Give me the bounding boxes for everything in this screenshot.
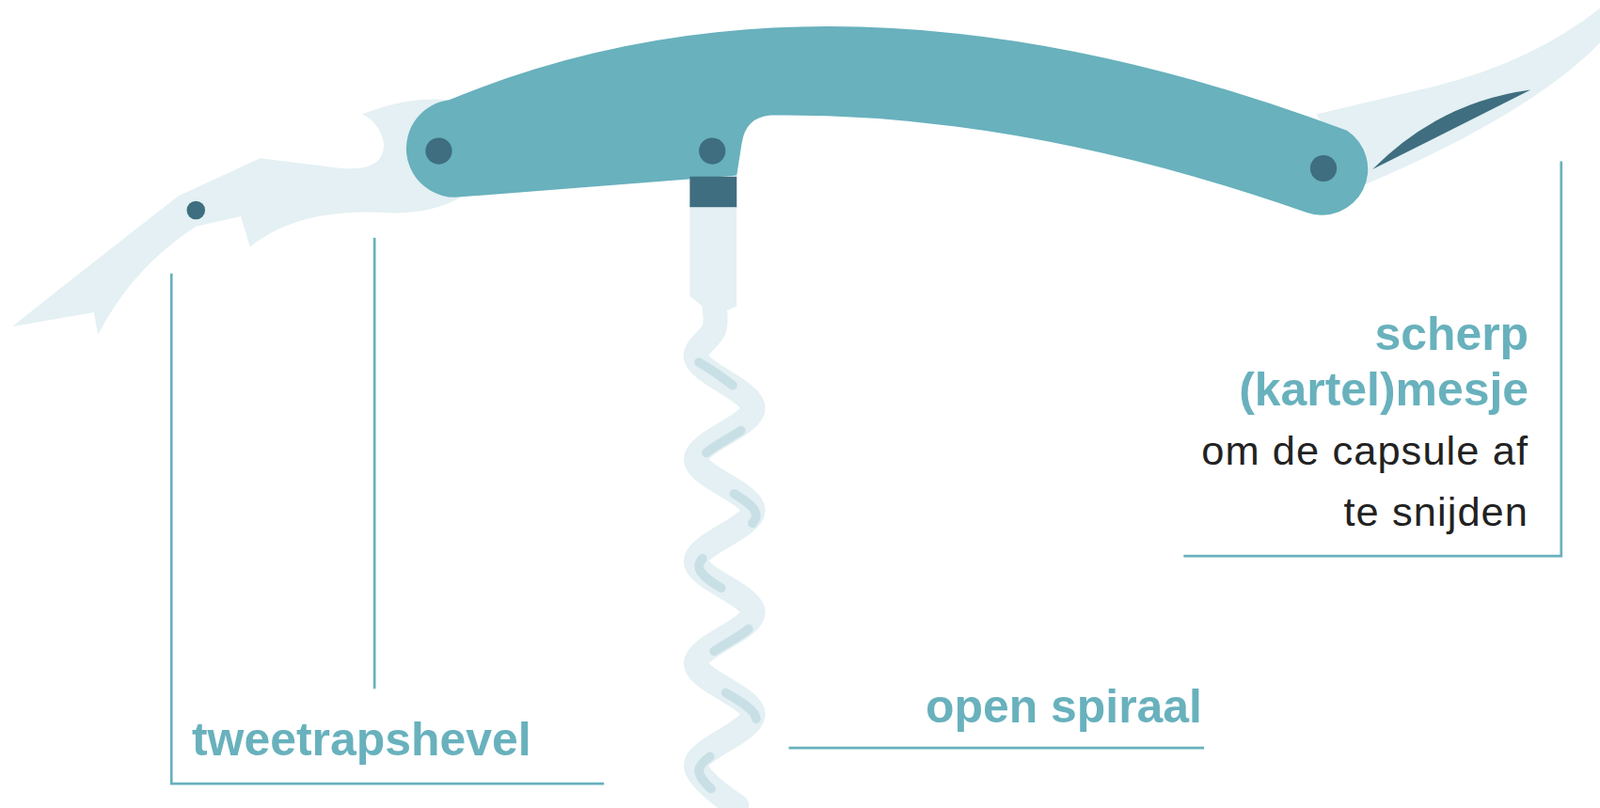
leader-line [373, 237, 377, 689]
collar [689, 176, 737, 208]
rivet [698, 137, 726, 164]
leader-line [171, 273, 604, 784]
rivet [425, 137, 452, 164]
part-note: om de capsule af te snijden [1191, 419, 1529, 542]
part-name: tweetrapshevel [191, 711, 621, 767]
handle [406, 26, 1368, 216]
part-name: scherp (kartel)mesje [1151, 305, 1529, 416]
part-name: open spiraal [793, 678, 1203, 734]
spiral-shading [698, 362, 757, 808]
leader-line [789, 746, 1205, 750]
lever [12, 99, 461, 335]
rivet [1310, 155, 1337, 182]
rivet [187, 201, 206, 221]
knife-edge [1372, 89, 1531, 170]
spiral [696, 305, 757, 808]
